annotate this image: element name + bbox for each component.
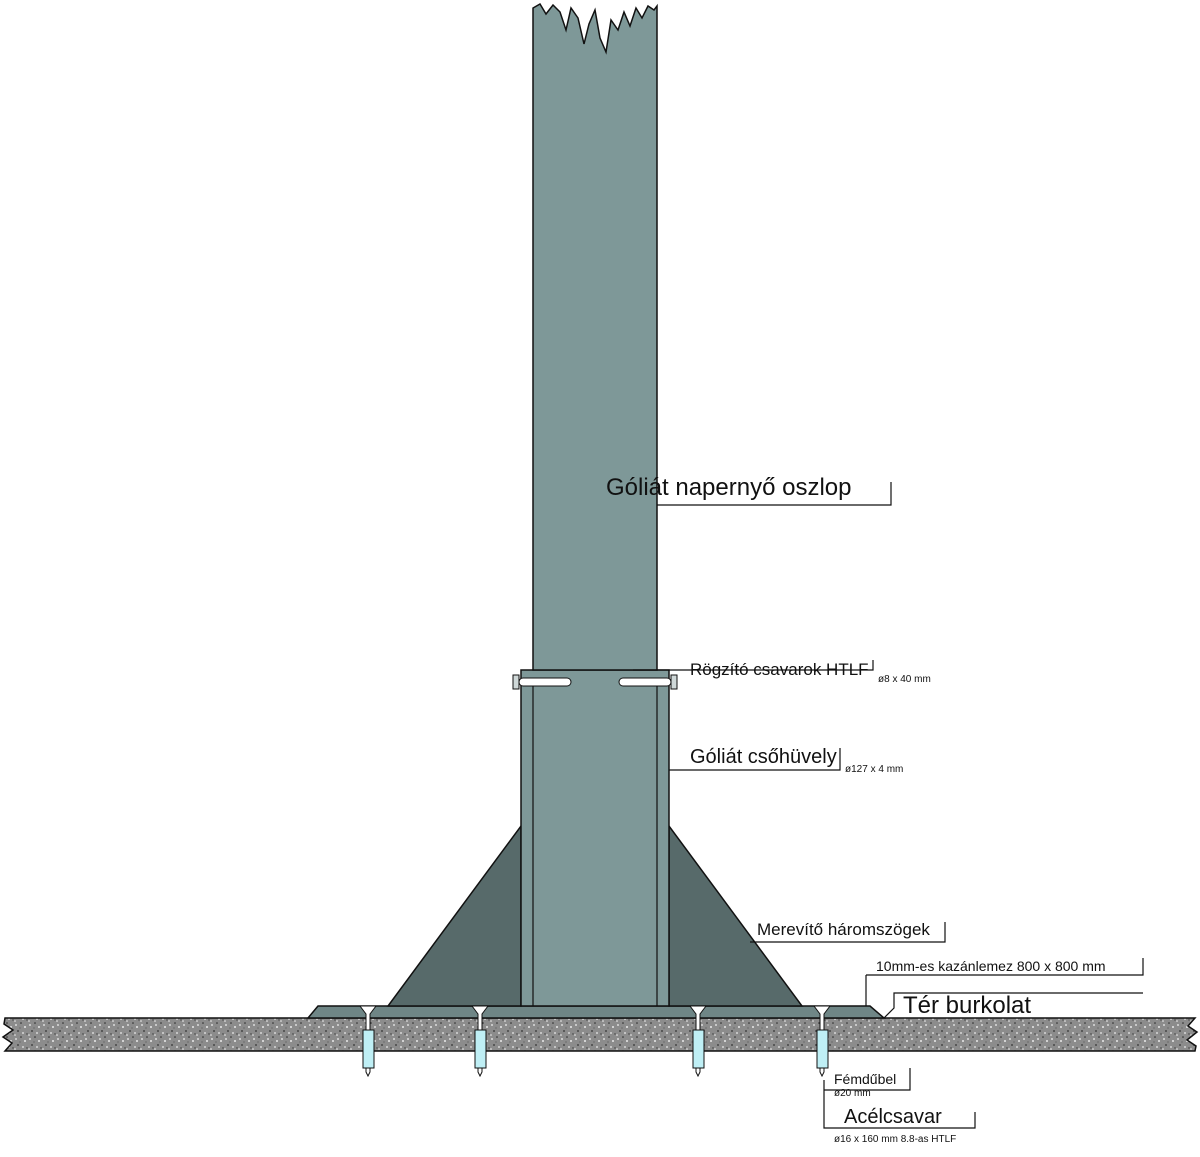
label-fixing-screws: Rögzító csavarok HTLF (690, 660, 869, 679)
base-plate (306, 1005, 887, 1019)
label-dowel-spec: ø20 mm (834, 1088, 871, 1099)
label-gussets: Merevítő háromszögek (757, 920, 930, 939)
leader-lines (633, 482, 1144, 1129)
tube-sleeve (520, 669, 670, 1007)
label-steel-bolt: Acélcsavar (844, 1106, 942, 1128)
gusset-right (668, 823, 804, 1007)
anchor-bolt-3 (689, 1005, 707, 1078)
label-fixing-screws-spec: ø8 x 40 mm (878, 674, 931, 685)
anchor-bolt-4 (813, 1005, 831, 1078)
label-base-plate: 10mm-es kazánlemez 800 x 800 mm (876, 958, 1106, 974)
anchor-bolt-1 (359, 1005, 377, 1078)
pole (532, 2, 658, 671)
label-sleeve-spec: ø127 x 4 mm (845, 764, 903, 775)
anchor-bolt-2 (471, 1005, 489, 1078)
label-sleeve: Góliát csőhüvely (690, 746, 837, 768)
gusset-left (386, 823, 522, 1007)
label-pole: Góliát napernyő oszlop (606, 474, 851, 501)
label-steel-bolt-spec: ø16 x 160 mm 8.8-as HTLF (834, 1134, 956, 1145)
fixing-screws (512, 674, 678, 690)
label-paving: Tér burkolat (903, 992, 1031, 1019)
ground-slab (1, 1017, 1199, 1052)
label-dowel: Fémdűbel (834, 1071, 896, 1087)
